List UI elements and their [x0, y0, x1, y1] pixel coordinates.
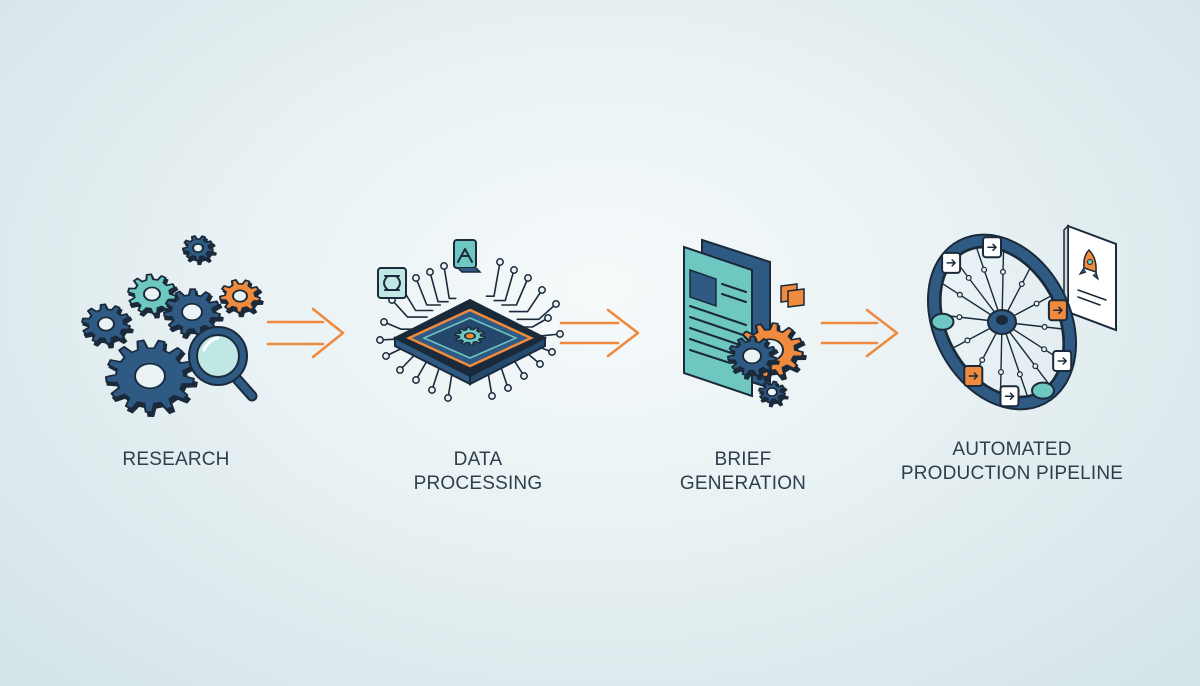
analysis-card-icon	[453, 239, 482, 273]
document-gear-icon	[683, 238, 807, 408]
tag-card-icon	[780, 283, 805, 308]
rocket-card-icon	[1063, 224, 1117, 332]
teal-gear-icon	[127, 273, 180, 319]
step-label-automated-production-pipeline: AUTOMATED PRODUCTION PIPELINE	[894, 438, 1130, 486]
circuit-chip-icon	[376, 239, 564, 402]
chip-gear-icon	[453, 326, 487, 346]
scan-card-icon	[377, 267, 407, 299]
magnifier-icon	[188, 326, 258, 402]
ring-nodes	[930, 236, 1073, 408]
small-gear-icon	[758, 380, 789, 408]
step-label-line-2: PRODUCTION PIPELINE	[900, 463, 1124, 484]
gear-icon	[727, 335, 780, 381]
step-label-research: RESEARCH	[122, 449, 230, 470]
flow-arrow-3	[820, 308, 899, 358]
small-gear-icon	[182, 235, 217, 266]
flow-arrow-1	[266, 307, 345, 359]
flow-arrow-2	[559, 308, 640, 358]
orange-gear-icon	[219, 279, 264, 318]
step-label-data-processing: DATA PROCESSING	[413, 449, 543, 494]
pipeline-wheel-icon	[926, 224, 1117, 411]
gear-icon	[163, 288, 224, 340]
large-gear-icon	[105, 339, 198, 417]
step-label-brief-generation: BRIEF GENERATION	[679, 449, 807, 494]
step-label-line-1: AUTOMATED	[952, 439, 1072, 460]
gear-icon	[81, 303, 134, 349]
gears-magnifier-icon	[81, 235, 264, 417]
